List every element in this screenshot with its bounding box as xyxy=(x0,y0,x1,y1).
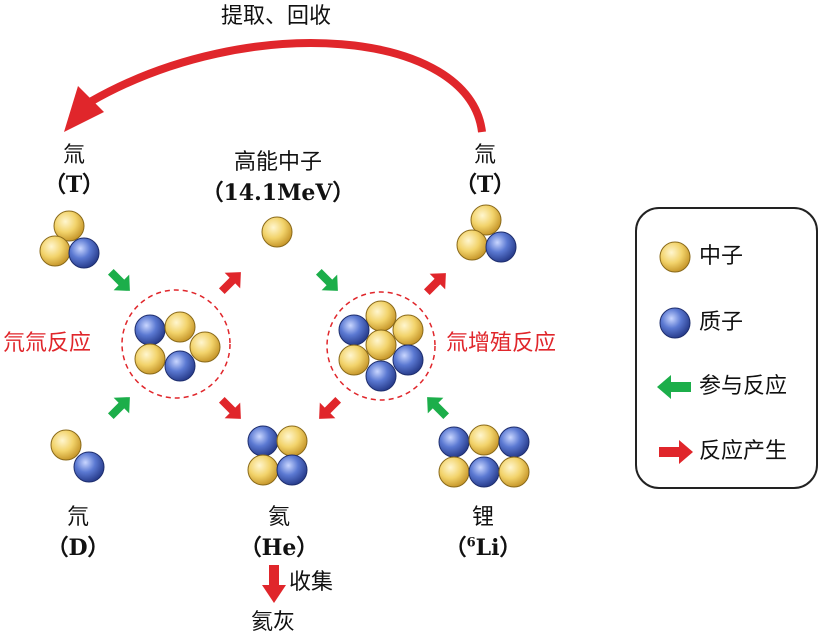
neutron-ball xyxy=(164,311,196,343)
legend-item-proton: 质子 xyxy=(637,303,817,343)
proton-ball xyxy=(498,426,530,458)
lithium-symbol: （6Li） xyxy=(445,535,522,561)
neutron-ball xyxy=(39,235,71,267)
legend-label-proton: 质子 xyxy=(699,310,744,335)
dt-reaction-label: 氘氚反应 xyxy=(3,331,92,356)
helium-ash-label: 氦灰 xyxy=(250,610,296,635)
legend-label-neutron: 中子 xyxy=(699,244,744,269)
proton-ball xyxy=(365,360,397,392)
lithium-symbol-rest: Li） xyxy=(475,535,522,561)
proton-ball xyxy=(338,314,370,346)
neutron-ball xyxy=(189,331,221,363)
produce-arrow-icon xyxy=(319,396,342,419)
proton-ball xyxy=(68,237,100,269)
collect-down-arrow-icon xyxy=(262,565,286,603)
tritium-left-name: 氚 xyxy=(62,143,86,168)
breeding-reaction-label: 氚增殖反应 xyxy=(446,331,557,356)
neutron-ball xyxy=(53,210,85,242)
high-energy-neutron-ball xyxy=(261,216,293,248)
lithium-name: 锂 xyxy=(471,505,495,530)
deuterium-name: 氘 xyxy=(66,505,90,530)
produce-arrow-icon xyxy=(423,273,446,296)
proton-ball xyxy=(392,344,424,376)
neutron-legend-icon xyxy=(659,241,691,273)
tritium-right-particles xyxy=(456,204,517,263)
legend-label-produce: 反应产生 xyxy=(699,439,788,464)
green-arrow-legend-icon xyxy=(657,375,691,399)
neutron-ball xyxy=(338,344,370,376)
proton-ball xyxy=(73,451,105,483)
neutron-ball xyxy=(365,329,397,361)
produce-arrow-icon xyxy=(218,396,241,419)
helium-name: 氦 xyxy=(267,505,291,530)
breeding-reaction-circle xyxy=(326,291,436,401)
neutron-ball xyxy=(134,343,166,375)
participate-arrows xyxy=(107,268,450,420)
proton-ball xyxy=(134,314,166,346)
neutron-ball xyxy=(438,456,470,488)
neutron-ball xyxy=(498,456,530,488)
legend-item-participate: 参与反应 xyxy=(637,367,817,407)
lithium-mass-number: 6 xyxy=(466,535,476,551)
helium-particles xyxy=(247,425,308,486)
recycle-title: 提取、回收 xyxy=(220,4,332,29)
deuterium-particles xyxy=(50,429,105,483)
neutron-energy: （14.1MeV） xyxy=(201,180,355,206)
helium-symbol: （He） xyxy=(239,535,319,561)
red-arrow-legend-icon xyxy=(659,440,693,464)
breeding-reaction-cluster xyxy=(338,300,424,392)
proton-ball xyxy=(276,454,308,486)
recycle-arrow-head-icon xyxy=(64,86,104,132)
legend-label-participate: 参与反应 xyxy=(699,374,788,399)
lithium-symbol-open: （ xyxy=(444,535,467,561)
neutron-ball xyxy=(470,204,502,236)
neutron-ball xyxy=(456,229,488,261)
proton-legend-icon xyxy=(659,307,691,339)
proton-ball xyxy=(485,231,517,263)
neutron-ball xyxy=(468,424,500,456)
neutron-name: 高能中子 xyxy=(233,150,323,175)
participate-arrow-icon xyxy=(427,397,450,420)
participate-arrow-icon xyxy=(107,268,130,291)
tritium-right-name: 氚 xyxy=(473,143,497,168)
recycle-arc-arrow xyxy=(88,39,486,133)
lithium-particles xyxy=(438,424,530,488)
tritium-right-symbol: （T） xyxy=(454,172,516,198)
participate-arrow-icon xyxy=(107,397,130,420)
dt-reaction-cluster xyxy=(134,311,221,382)
produce-arrows xyxy=(218,272,446,419)
tritium-left-symbol: （T） xyxy=(43,172,105,198)
tritium-left-particles xyxy=(39,210,100,269)
neutron-ball xyxy=(392,314,424,346)
neutron-ball xyxy=(50,429,82,461)
participate-arrow-icon xyxy=(315,268,338,291)
legend-box: 中子 质子 参与反应 反应产生 xyxy=(635,207,818,489)
produce-arrow-icon xyxy=(218,272,241,295)
proton-ball xyxy=(247,425,279,457)
legend-item-neutron: 中子 xyxy=(637,237,817,277)
proton-ball xyxy=(164,350,196,382)
neutron-ball xyxy=(247,454,279,486)
proton-ball xyxy=(468,456,500,488)
dt-reaction-circle xyxy=(121,289,231,399)
proton-ball xyxy=(438,426,470,458)
deuterium-symbol: （D） xyxy=(46,535,110,561)
legend-item-produce: 反应产生 xyxy=(637,432,817,472)
neutron-ball xyxy=(276,425,308,457)
neutron-ball xyxy=(365,300,397,332)
collect-label: 收集 xyxy=(289,570,334,595)
